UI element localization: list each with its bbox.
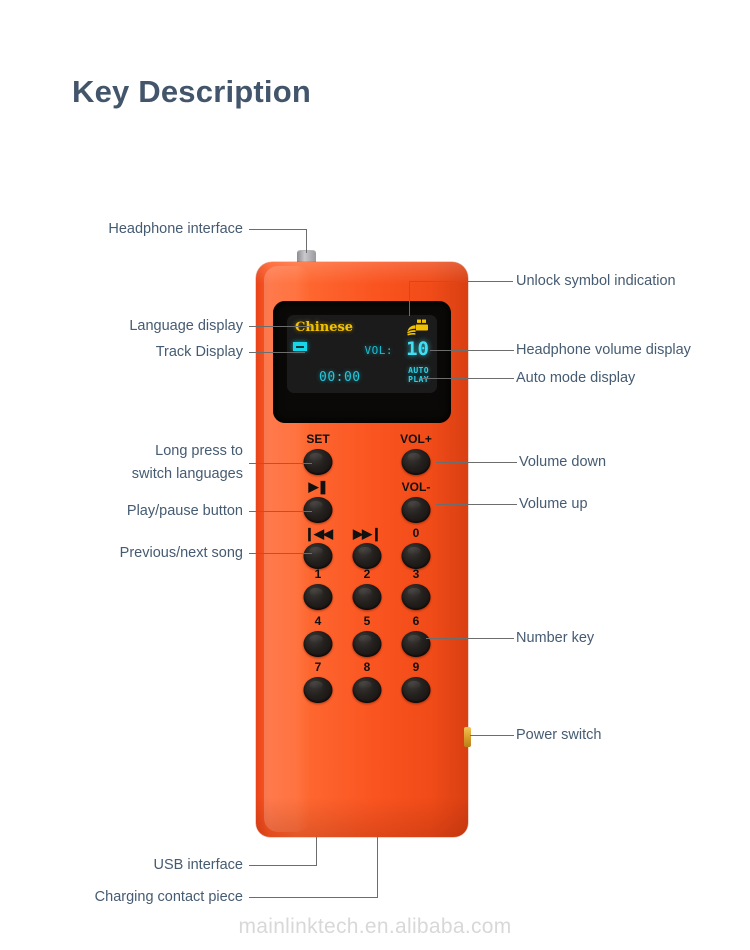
key-label-previous: ❙◀◀: [304, 526, 333, 541]
number-key-9[interactable]: [401, 677, 431, 703]
lcd-volume-value: 10: [406, 338, 429, 360]
key-label-0: 0: [412, 526, 420, 540]
leader-usb-interface: [249, 865, 317, 866]
key-label-volume-minus: VOL-: [401, 480, 431, 494]
play-pause-button[interactable]: [303, 497, 333, 523]
annotation-number-key: Number key: [516, 630, 595, 646]
annotation-track-display: Track Display: [155, 344, 243, 360]
lcd-auto-line1: AUTO: [408, 366, 429, 375]
key-label-2: 2: [363, 567, 371, 581]
set-button[interactable]: [303, 449, 333, 475]
screen-bezel: Chinese VOL: 10 00:00 AUTO PLAY: [273, 301, 451, 423]
key-label-4: 4: [314, 614, 322, 628]
annotation-volume-down: Volume down: [519, 454, 607, 470]
leader-unlock-symbol-vertical: [409, 281, 410, 316]
leader-auto-mode: [422, 378, 514, 379]
annotation-power-switch: Power switch: [516, 727, 602, 743]
leader-charging-contact: [249, 897, 378, 898]
lcd-volume-label: VOL:: [364, 344, 393, 357]
track-indicator-icon: [293, 342, 307, 351]
annotation-language-display: Language display: [129, 318, 243, 334]
annotation-charging-contact: Charging contact piece: [94, 889, 243, 905]
number-key-2[interactable]: [352, 584, 382, 610]
number-key-6[interactable]: [401, 631, 431, 657]
key-label-play-pause: ▶❚: [308, 479, 329, 494]
leader-headphone-interface: [249, 229, 307, 230]
annotation-headphone-volume: Headphone volume display: [516, 342, 691, 358]
key-label-5: 5: [363, 614, 371, 628]
number-key-1[interactable]: [303, 584, 333, 610]
leader-headphone-volume: [430, 350, 514, 351]
key-label-9: 9: [412, 660, 420, 674]
key-label-next: ▶▶❙: [353, 526, 382, 541]
device-body: Chinese VOL: 10 00:00 AUTO PLAY SET VOL+: [256, 262, 468, 837]
long-press-line2: switch languages: [131, 466, 243, 482]
key-label-set: SET: [306, 432, 330, 446]
power-switch-slider[interactable]: [464, 727, 471, 747]
leader-volume-up: [436, 504, 517, 505]
lcd-auto-mode-text: AUTO PLAY: [408, 366, 429, 384]
next-song-button[interactable]: [352, 543, 382, 569]
annotation-auto-mode: Auto mode display: [516, 370, 636, 386]
annotation-volume-up: Volume up: [519, 496, 588, 512]
leader-charging-contact-vertical: [377, 837, 378, 898]
leader-previous-next: [249, 553, 312, 554]
number-key-4[interactable]: [303, 631, 333, 657]
leader-number-key: [426, 638, 514, 639]
lcd-display: Chinese VOL: 10 00:00 AUTO PLAY: [287, 315, 437, 393]
annotation-usb-interface: USB interface: [153, 857, 243, 873]
leader-track-display: [249, 352, 305, 353]
leader-unlock-symbol: [409, 281, 513, 282]
leader-usb-interface-vertical: [316, 837, 317, 866]
number-key-3[interactable]: [401, 584, 431, 610]
previous-song-button[interactable]: [303, 543, 333, 569]
volume-down-button[interactable]: [401, 497, 431, 523]
key-label-7: 7: [314, 660, 322, 674]
key-label-8: 8: [363, 660, 371, 674]
unlock-padlock-icon: [407, 319, 428, 336]
leader-power-switch: [470, 735, 514, 736]
lcd-auto-line2: PLAY: [408, 375, 429, 384]
leader-language-display: [249, 326, 311, 327]
annotation-unlock-symbol: Unlock symbol indication: [516, 273, 676, 289]
lcd-language-text: Chinese: [295, 320, 354, 335]
key-label-6: 6: [412, 614, 420, 628]
annotation-headphone-interface: Headphone interface: [108, 221, 243, 237]
leader-volume-down: [436, 462, 517, 463]
watermark-text: mainlinktech.en.alibaba.com: [238, 915, 512, 938]
number-key-8[interactable]: [352, 677, 382, 703]
number-key-5[interactable]: [352, 631, 382, 657]
annotation-long-press-switch-languages: Long press to switch languages: [73, 440, 243, 486]
page-title: Key Description: [72, 74, 312, 109]
long-press-line1: Long press to: [155, 443, 243, 459]
leader-long-press: [249, 463, 312, 464]
number-key-7[interactable]: [303, 677, 333, 703]
key-label-volume-plus: VOL+: [400, 432, 432, 446]
leader-headphone-interface-vertical: [306, 229, 307, 253]
number-key-0[interactable]: [401, 543, 431, 569]
leader-play-pause: [249, 511, 312, 512]
key-label-1: 1: [314, 567, 322, 581]
device-bottom-shadow: [256, 797, 468, 837]
annotation-previous-next-song: Previous/next song: [119, 545, 243, 561]
lcd-time-text: 00:00: [319, 370, 361, 385]
annotation-play-pause-button: Play/pause button: [126, 503, 243, 519]
volume-up-button[interactable]: [401, 449, 431, 475]
key-label-3: 3: [412, 567, 420, 581]
